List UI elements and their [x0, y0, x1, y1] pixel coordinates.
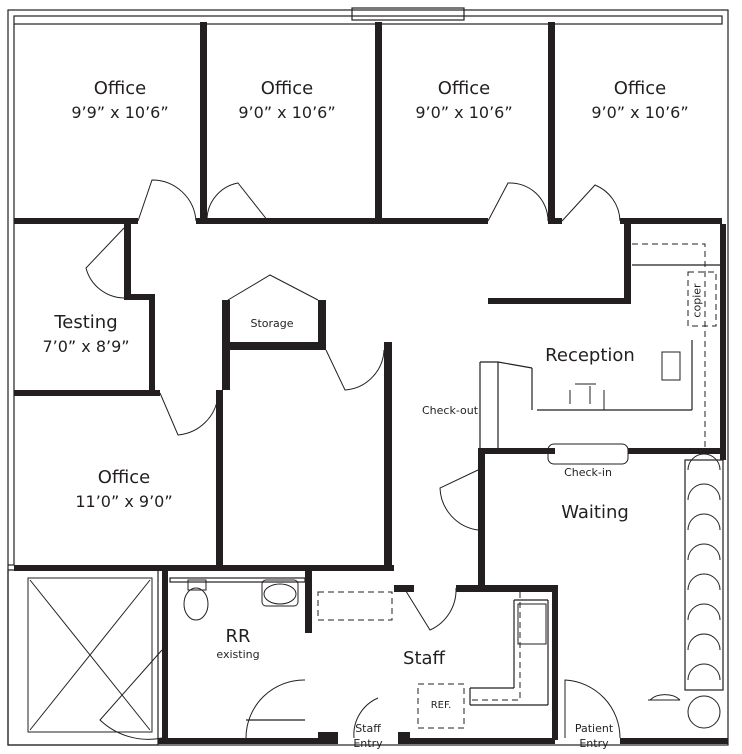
copier-label: copier [690, 283, 704, 318]
patient-entry-line1: Patient [574, 722, 614, 735]
office-3-label: Office [437, 78, 491, 99]
patient-entry-line2: Entry [579, 737, 609, 750]
reception-label: Reception [545, 345, 635, 366]
office-2-label: Office [260, 78, 314, 99]
office-4-dims: 9’0” x 10’6” [591, 103, 689, 122]
testing-label: Testing [54, 312, 118, 333]
waiting-chairs [687, 453, 721, 681]
dashed-fixtures [317, 243, 717, 729]
ref-label: REF. [430, 700, 452, 711]
office-4-label: Office [613, 78, 667, 99]
office-1-dims: 9’9” x 10’6” [71, 103, 169, 122]
waiting-label: Waiting [561, 502, 629, 523]
office-1-label: Office [93, 78, 147, 99]
testing-dims: 7’0” x 8’9” [42, 337, 130, 356]
office-3-dims: 9’0” x 10’6” [415, 103, 513, 122]
rr-note: existing [216, 648, 260, 661]
office-5-dims: 11’0” x 9’0” [75, 492, 173, 511]
thick-walls [14, 22, 728, 744]
door-swings [85, 179, 621, 740]
storage-label: Storage [250, 317, 294, 330]
rr-label: RR [225, 626, 251, 647]
staff-entry-line1: Staff [355, 722, 381, 735]
checkin-label: Check-in [564, 466, 612, 479]
furniture [27, 351, 721, 733]
staff-label: Staff [403, 648, 445, 669]
staff-entry-line2: Entry [353, 737, 383, 750]
office-5-label: Office [97, 467, 151, 488]
checkout-label: Check-out [421, 404, 479, 417]
exterior-thin-walls [7, 7, 729, 746]
office-2-dims: 9’0” x 10’6” [238, 103, 336, 122]
